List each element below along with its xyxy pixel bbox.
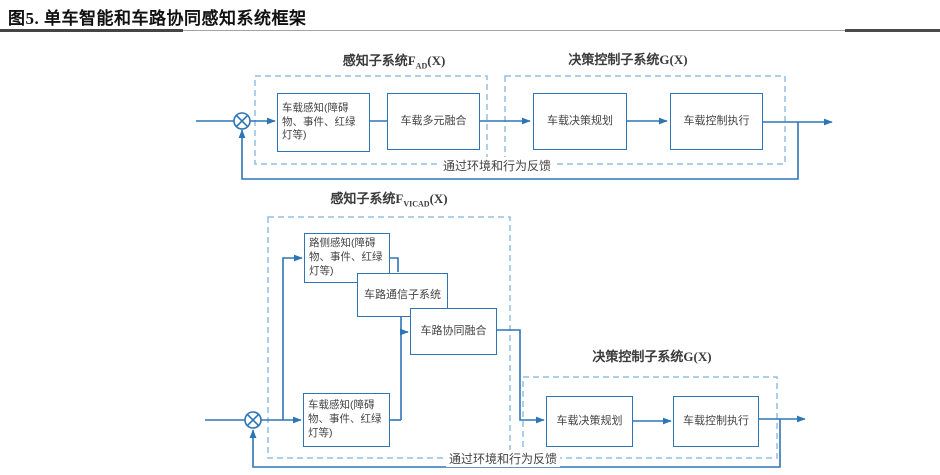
label-symbol: F bbox=[395, 191, 404, 206]
bottom-branch-to-roadside-arrow bbox=[282, 254, 303, 420]
top-feedback-label: 通过环境和行为反馈 bbox=[440, 157, 555, 174]
box-control-execution-bottom: 车载控制执行 bbox=[673, 396, 759, 447]
top-decision-subsystem-label: 决策控制子系统G(X) bbox=[518, 49, 738, 70]
box-decision-planning-top: 车载决策规划 bbox=[533, 93, 627, 150]
label-text: 感知子系统 bbox=[330, 191, 396, 206]
label-suffix: (X) bbox=[693, 349, 712, 364]
box-decision-planning-bottom: 车载决策规划 bbox=[546, 396, 633, 447]
label-suffix: (X) bbox=[427, 53, 446, 68]
top-perception-dashed-frame bbox=[254, 75, 488, 165]
label-text: 决策控制子系统 bbox=[568, 52, 660, 67]
bottom-perception-dashed-frame bbox=[267, 216, 511, 459]
label-text: 决策控制子系统 bbox=[592, 349, 684, 364]
figure-title: 图5. 单车智能和车路协同感知系统框架 bbox=[8, 9, 307, 28]
top-decision-dashed-frame bbox=[504, 75, 786, 165]
bottom-decision-dashed-frame bbox=[522, 376, 778, 459]
box-vehicle-perception-top: 车载感知(障碍物、事件、红绿灯等) bbox=[277, 93, 370, 152]
top-sum-cross-icon bbox=[235, 114, 249, 128]
header-rule bbox=[183, 30, 845, 31]
top-feedback-loop bbox=[238, 122, 799, 180]
label-subscript: VICAD bbox=[403, 199, 430, 209]
label-symbol: G bbox=[683, 349, 694, 364]
title-underline bbox=[0, 29, 183, 32]
box-vehicle-fusion-top: 车载多元融合 bbox=[387, 93, 480, 150]
top-diagram-connectors bbox=[196, 112, 833, 180]
box-control-execution-top: 车载控制执行 bbox=[670, 93, 763, 150]
bottom-perception-subsystem-label: 感知子系统FVICAD(X) bbox=[269, 188, 509, 209]
bottom-feedback-label: 通过环境和行为反馈 bbox=[446, 450, 561, 467]
bottom-sum-cross-icon bbox=[246, 413, 260, 427]
top-perception-subsystem-label: 感知子系统FAD(X) bbox=[279, 50, 509, 71]
label-symbol: G bbox=[659, 52, 670, 67]
bottom-diagram-connectors bbox=[205, 254, 806, 468]
header-rule-right-segment bbox=[845, 29, 940, 32]
label-subscript: AD bbox=[415, 61, 428, 71]
box-v2x-fusion: 车路协同融合 bbox=[410, 308, 497, 355]
box-v2x-communication: 车路通信子系统 bbox=[357, 273, 448, 317]
bottom-decision-subsystem-label: 决策控制子系统G(X) bbox=[542, 346, 762, 367]
label-suffix: (X) bbox=[669, 52, 688, 67]
roadside-to-communication-line bbox=[390, 257, 399, 272]
fusion-to-planning-arrow bbox=[497, 329, 545, 424]
dashed-subsystem-frames bbox=[254, 75, 786, 459]
box-vehicle-perception-bottom: 车载感知(障碍物、事件、红绿灯等) bbox=[303, 393, 390, 447]
label-symbol: F bbox=[407, 53, 416, 68]
label-suffix: (X) bbox=[429, 191, 448, 206]
label-text: 感知子系统 bbox=[342, 53, 408, 68]
bottom-feedback-loop bbox=[249, 419, 781, 468]
